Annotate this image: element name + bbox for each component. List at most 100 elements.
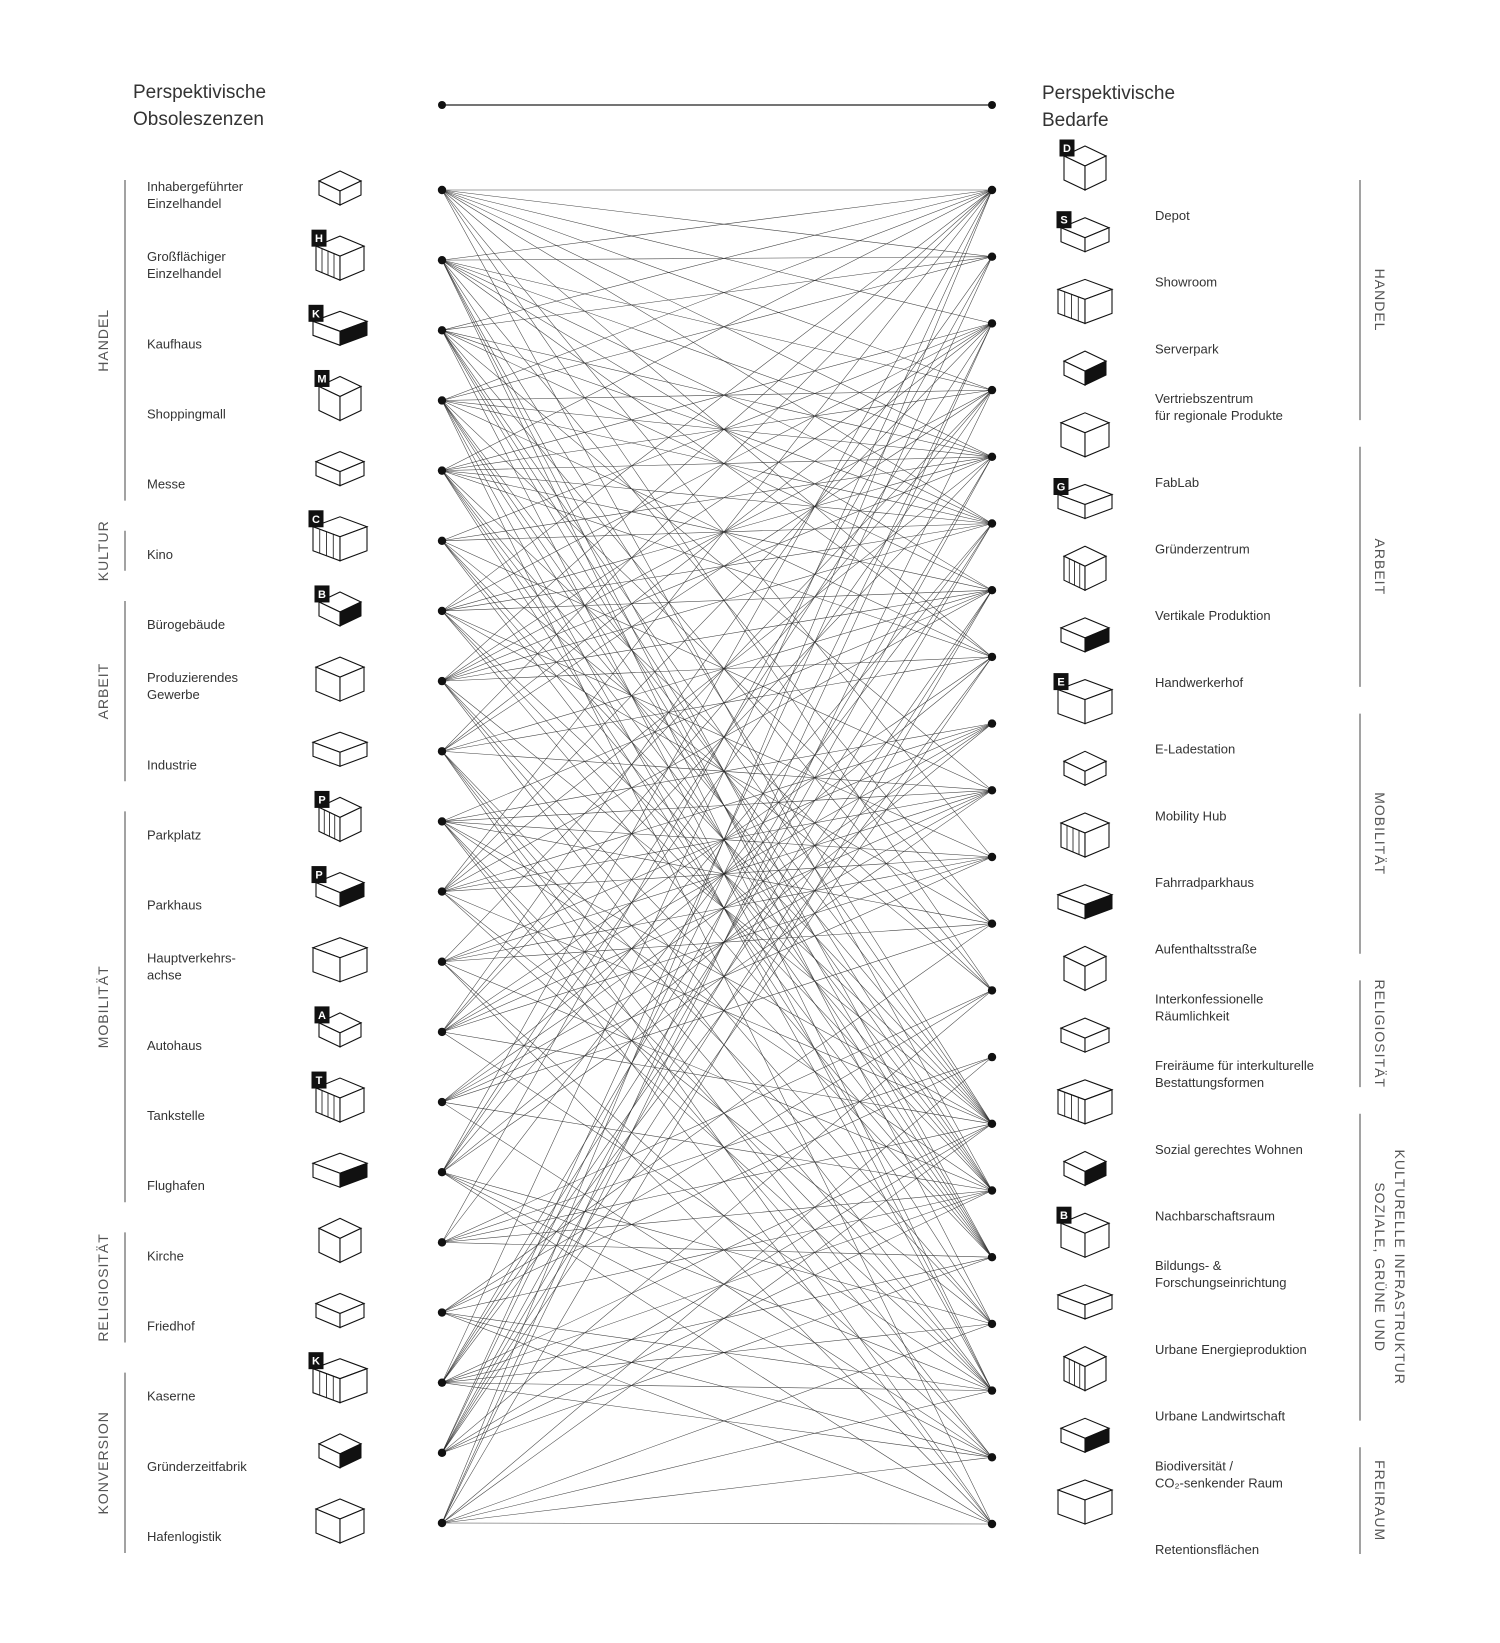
connection-line: [441, 856, 993, 892]
right-node: [987, 1386, 997, 1395]
right-item-label: Fahrradparkhaus: [1155, 875, 1254, 890]
left-item-label: Hauptverkehrs-: [147, 951, 236, 966]
left-group: HANDEL: [95, 180, 126, 501]
left-item: Flughafen: [147, 1152, 369, 1193]
left-items-column: InhabergeführterEinzelhandelGroßflächige…: [147, 170, 369, 1544]
connection-line: [441, 189, 993, 331]
left-node: [437, 676, 447, 686]
connection-line: [441, 323, 993, 682]
connection-line: [441, 470, 993, 591]
connection-line: [441, 540, 993, 991]
connection-line: [441, 589, 993, 892]
connection-line: [441, 1171, 993, 1525]
startup-center-icon: G: [1053, 478, 1114, 520]
left-node: [437, 1448, 447, 1458]
connection-line: [441, 400, 993, 1258]
connection-line: [441, 1056, 993, 1524]
connection-line: [441, 790, 993, 892]
biodiversity-icon: [1059, 1417, 1111, 1454]
svg-text:H: H: [315, 233, 323, 245]
left-item-label: Kaufhaus: [147, 336, 202, 351]
header-connector: [438, 101, 996, 109]
connection-line: [441, 330, 993, 1391]
left-item-label: Bürogebäude: [147, 617, 225, 632]
right-group-label: ARBEIT: [1372, 539, 1388, 596]
right-item-label: Sozial gerechtes Wohnen: [1155, 1142, 1303, 1157]
left-node: [437, 817, 447, 826]
connection-line: [441, 330, 993, 791]
connection-line: [441, 656, 993, 1033]
right-item-label: Vertikale Produktion: [1155, 608, 1271, 623]
showroom-icon: S: [1056, 211, 1111, 253]
connection-line: [441, 656, 993, 682]
connection-line: [441, 610, 993, 1258]
connection-line: [441, 723, 993, 822]
connection-line: [441, 1312, 993, 1525]
connection-line: [441, 523, 993, 612]
connection-line: [441, 389, 993, 401]
connection-line: [441, 456, 993, 682]
connection-line: [441, 1457, 993, 1524]
right-item: Handwerkerhof: [1059, 617, 1244, 690]
right-item: Aufenthaltsstraße: [1056, 884, 1257, 957]
connection-line: [441, 189, 993, 324]
right-group: HANDEL: [1359, 180, 1388, 421]
connection-line: [441, 1031, 993, 1125]
svg-text:D: D: [1063, 143, 1071, 155]
connection-line: [441, 323, 993, 471]
right-node: [987, 1519, 997, 1529]
left-item: Industrie: [147, 731, 369, 772]
bike-garage-icon: [1059, 812, 1111, 858]
connection-line: [441, 256, 993, 1453]
connection-line: [441, 1382, 993, 1391]
left-node: [437, 1238, 447, 1247]
connection-line: [441, 330, 993, 1124]
connection-line: [441, 610, 993, 1191]
right-node: [987, 385, 997, 395]
education-research-icon: B: [1056, 1206, 1111, 1259]
main-road-icon: [311, 937, 369, 983]
right-item: Urbane Landwirtschaft: [1062, 1345, 1285, 1424]
connection-line: [441, 323, 993, 1173]
exhibition-halls-icon: [314, 451, 366, 487]
connection-line: [441, 821, 993, 1125]
right-node: [987, 1319, 997, 1329]
connection-line: [441, 456, 993, 1453]
right-group: RELIGIOSITÄT: [1359, 980, 1388, 1088]
connection-line: [441, 589, 993, 752]
left-item-label: Kino: [147, 547, 173, 562]
urban-farm-icon: [1062, 1345, 1108, 1392]
connection-line: [441, 189, 993, 682]
left-item-label: Gründerzeitfabrik: [147, 1459, 247, 1474]
connection-line: [441, 1190, 993, 1454]
right-node: [987, 185, 997, 195]
connection-line: [441, 1382, 993, 1458]
connection-line: [441, 610, 993, 858]
connection-line: [441, 456, 993, 1033]
distribution-truck-icon: [1062, 350, 1108, 386]
airport-icon: [311, 1152, 369, 1189]
wind-turbine-icon: [1056, 1284, 1114, 1320]
connection-line: [441, 1056, 993, 1243]
social-housing-icon: [1056, 1079, 1114, 1125]
left-item-label: Inhabergeführter: [147, 179, 244, 194]
connection-line: [441, 470, 993, 658]
left-node: [437, 536, 447, 545]
connection-line: [441, 751, 993, 1458]
connection-line: [441, 189, 993, 261]
right-item-label: CO₂-senkender Raum: [1155, 1475, 1283, 1490]
connection-line: [441, 590, 993, 1524]
depot-icon: D: [1059, 139, 1108, 191]
right-item: Fahrradparkhaus: [1059, 812, 1254, 890]
big-box-store-icon: H: [311, 229, 366, 281]
connection-line: [441, 1256, 993, 1454]
connection-line: [441, 751, 993, 1525]
connection-line: [441, 189, 993, 1524]
connection-line: [441, 1242, 993, 1258]
